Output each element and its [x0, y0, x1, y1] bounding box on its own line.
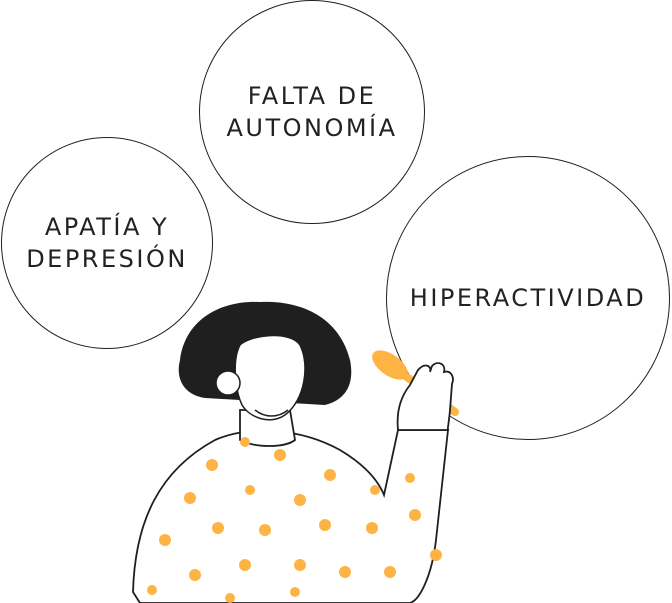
bubble-apatia-depresion: APATÍA Y DEPRESIÓN [1, 137, 213, 349]
bubble-falta-autonomia: FALTA DE AUTONOMÍA [199, 0, 425, 224]
bubble-label: FALTA DE AUTONOMÍA [226, 82, 398, 142]
shirt-pattern [147, 437, 442, 603]
bubble-hiperactividad: HIPERACTIVIDAD [386, 156, 670, 440]
bubble-label: HIPERACTIVIDAD [409, 284, 647, 312]
bubble-label: APATÍA Y DEPRESIÓN [26, 213, 188, 273]
shirt [132, 429, 450, 603]
face [234, 334, 306, 421]
hand [396, 362, 454, 432]
